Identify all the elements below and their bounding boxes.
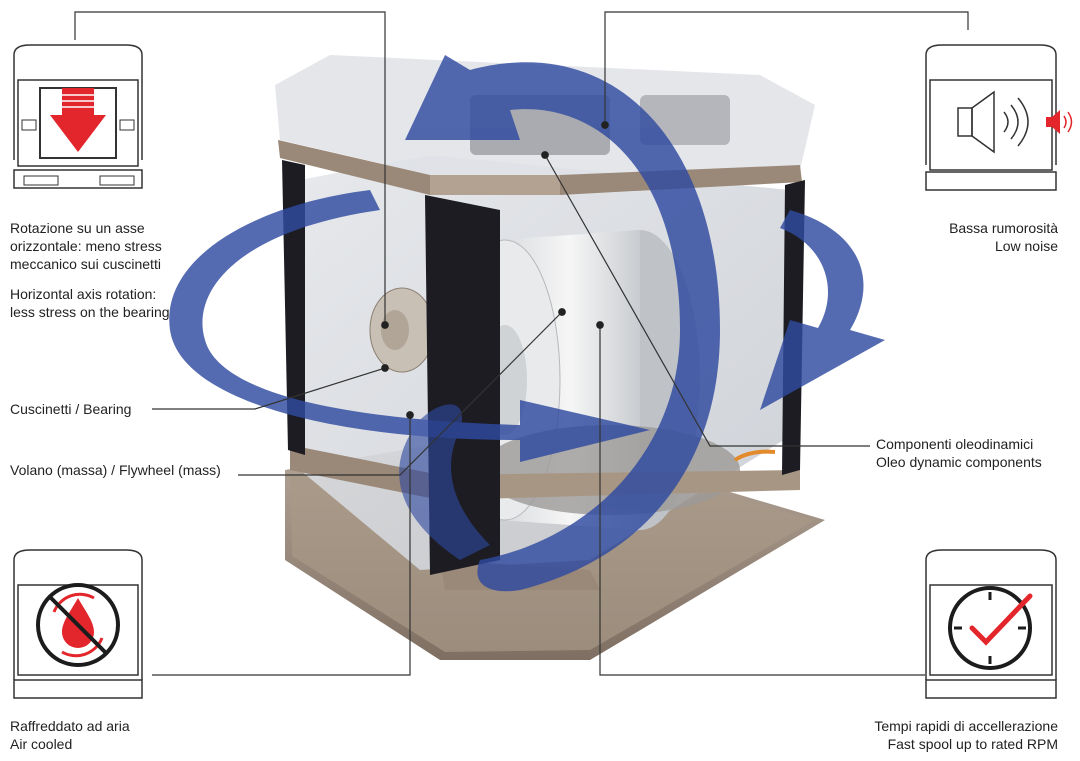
leader-air [152, 411, 414, 676]
low-noise-label-it: Bassa rumorosità [949, 220, 1058, 236]
horizontal-rotation-arrow [169, 190, 650, 462]
horizontal-rotation-arrow-right [760, 210, 885, 410]
air-cooled-label: Raffreddato ad aria Air cooled [10, 717, 130, 753]
leader-flywheel [238, 308, 566, 476]
fast-acceleration-clock-icon [925, 549, 1057, 699]
oleo-dynamic-label-it: Componenti oleodinamici [876, 436, 1034, 452]
rotation-label-it-2: orizzontale: meno stress [10, 238, 162, 254]
fast-spool-label-it: Tempi rapidi di accellerazione [874, 718, 1058, 734]
rotation-label: Rotazione su un asse orizzontale: meno s… [10, 219, 170, 321]
column-left [282, 160, 305, 455]
vertical-rotation-arrow-lower [399, 404, 490, 560]
rotation-arrows [169, 55, 885, 592]
leader-rotation [74, 11, 389, 329]
oleo-dynamic-label-en: Oleo dynamic components [876, 454, 1042, 470]
leader-bearing [152, 364, 389, 410]
rotation-label-en-2: less stress on the bearing [10, 304, 170, 320]
air-cooled-label-en: Air cooled [10, 736, 73, 752]
rotation-label-it-1: Rotazione su un asse [10, 220, 145, 236]
rotation-label-en-1: Horizontal axis rotation: [10, 286, 157, 302]
horizontal-axis-rotation-icon [13, 44, 143, 189]
bearing-disc [369, 287, 435, 373]
bearing-label: Cuscinetti / Bearing [10, 401, 132, 417]
low-noise-label: Bassa rumorosità Low noise [949, 219, 1058, 255]
leader-spool [596, 321, 925, 676]
vertical-rotation-arrow [405, 55, 720, 592]
leader-oleo [541, 151, 870, 447]
flywheel-label: Volano (massa) / Flywheel (mass) [10, 462, 221, 478]
oleo-dynamic-label: Componenti oleodinamici Oleo dynamic com… [876, 435, 1042, 471]
rotation-label-it-3: meccanico sui cuscinetti [10, 256, 161, 272]
no-liquid-cooling-icon [13, 549, 143, 699]
leader-noise [601, 11, 969, 129]
low-noise-label-en: Low noise [994, 238, 1058, 254]
leader-lines [74, 11, 969, 676]
fast-spool-label-en: Fast spool up to rated RPM [887, 736, 1058, 752]
low-noise-speaker-icon [925, 44, 1073, 191]
fast-spool-label: Tempi rapidi di accellerazione Fast spoo… [874, 717, 1058, 753]
air-cooled-label-it: Raffreddato ad aria [10, 718, 130, 734]
